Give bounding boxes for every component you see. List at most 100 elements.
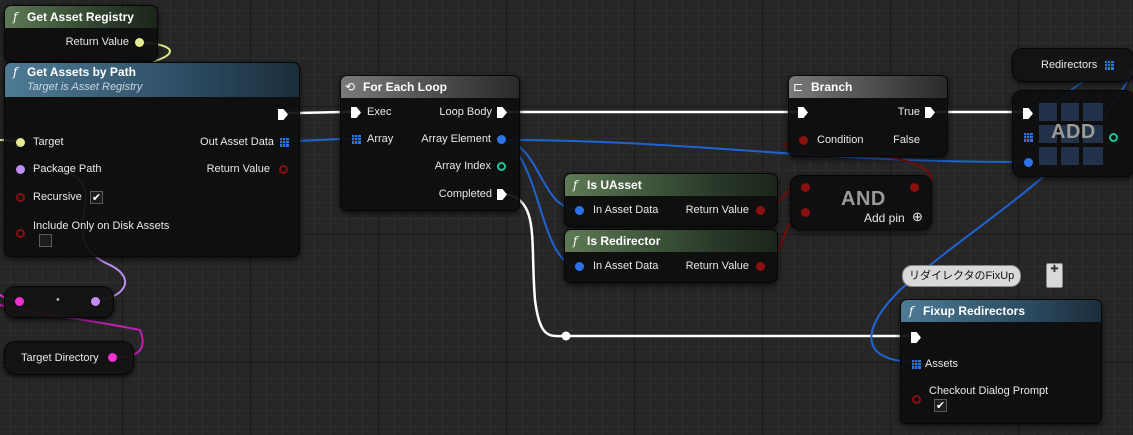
function-icon: f [13, 65, 18, 79]
make-literal-node[interactable]: • [4, 286, 114, 318]
in-asset-data-pin[interactable] [575, 262, 584, 271]
target-array-pin[interactable] [1024, 133, 1033, 142]
pin-label-array-index: Array Index [434, 160, 491, 172]
array-element-pin[interactable] [497, 135, 506, 144]
pin-label-return-value: Return Value [685, 204, 749, 216]
pin-label-exec: Exec [367, 106, 392, 118]
pin-label-in-asset-data: In Asset Data [593, 260, 659, 272]
node-title: Is UAsset [587, 178, 642, 192]
include-only-on-disk-pin[interactable] [16, 229, 25, 238]
literal-dot: • [56, 294, 60, 306]
assets-pin[interactable] [912, 360, 921, 369]
exec-out-pin[interactable] [278, 109, 288, 120]
get-assets-by-path-node[interactable]: f Get Assets by Path Target is Asset Reg… [4, 62, 300, 257]
index-out-pin[interactable] [1109, 133, 1118, 142]
is-redirector-node[interactable]: f Is Redirector In Asset Data Return Val… [564, 229, 778, 283]
condition-pin[interactable] [799, 136, 808, 145]
pin-label-array-element: Array Element [421, 133, 491, 145]
pin-label-array: Array [367, 133, 394, 145]
redirectors-out-pin[interactable] [1105, 61, 1114, 70]
and-input-a-pin[interactable] [801, 183, 810, 192]
and-node[interactable]: AND Add pin ⊕ [790, 175, 932, 230]
pin-label-package-path: Package Path [33, 163, 102, 175]
include-only-on-disk-checkbox[interactable] [39, 234, 52, 247]
node-header: f Fixup Redirectors [901, 300, 1101, 322]
checkout-dialog-prompt-checkbox[interactable]: ✔ [934, 399, 947, 412]
fixup-redirectors-node[interactable]: f Fixup Redirectors Assets Checkout Dial… [900, 299, 1102, 424]
pin-comment-icon[interactable]: ✚ [1046, 263, 1063, 288]
target-directory-out-pin[interactable] [108, 353, 117, 362]
pin-label-true: True [897, 106, 920, 118]
node-header: f Get Assets by Path Target is Asset Reg… [5, 63, 299, 97]
out-asset-data-pin[interactable] [280, 138, 289, 147]
return-value-pin[interactable] [135, 38, 144, 47]
checkout-dialog-prompt-pin[interactable] [912, 395, 921, 404]
array-pin[interactable] [352, 135, 361, 144]
node-title: Fixup Redirectors [923, 304, 1026, 318]
node-title: For Each Loop [363, 80, 447, 94]
add-node[interactable]: ADD [1012, 90, 1133, 177]
exec-in-pin[interactable] [351, 107, 361, 118]
exec-out-pin[interactable] [1108, 108, 1118, 119]
comment-bubble[interactable]: リダイレクタのFixUp [902, 265, 1022, 287]
exec-in-pin[interactable] [1023, 108, 1033, 119]
loop-body-pin[interactable] [497, 107, 507, 118]
exec-out-pin[interactable] [1079, 332, 1089, 343]
pin-label-in-asset-data: In Asset Data [593, 204, 659, 216]
variable-label: Target Directory [21, 352, 99, 364]
node-subtitle: Target is Asset Registry [27, 81, 143, 93]
and-input-b-pin[interactable] [801, 208, 810, 217]
exec-in-pin[interactable] [911, 332, 921, 343]
return-value-pin[interactable] [756, 262, 765, 271]
function-icon: f [909, 304, 914, 318]
true-pin[interactable] [925, 107, 935, 118]
return-value-pin[interactable] [279, 165, 288, 174]
branch-icon: ⊏ [793, 80, 804, 94]
object-wire [499, 139, 1029, 163]
pin-label-include-only-on-disk: Include Only on Disk Assets [33, 220, 170, 232]
completed-pin[interactable] [497, 189, 507, 200]
function-icon: f [573, 234, 578, 248]
new-item-pin[interactable] [1024, 158, 1033, 167]
target-pin[interactable] [16, 138, 25, 147]
exec-in-pin[interactable] [16, 109, 26, 120]
node-header: f Is UAsset [565, 174, 777, 196]
pin-label-out-asset-data: Out Asset Data [200, 136, 274, 148]
node-header: f Get Asset Registry [5, 6, 157, 28]
return-value-pin[interactable] [756, 206, 765, 215]
array-index-pin[interactable] [497, 162, 506, 171]
target-directory-variable-node[interactable]: Target Directory [4, 341, 134, 375]
pin-label-recursive: Recursive [33, 191, 82, 203]
branch-node[interactable]: ⊏ Branch Condition True False [788, 75, 948, 157]
package-path-pin[interactable] [16, 165, 25, 174]
is-uasset-node[interactable]: f Is UAsset In Asset Data Return Value [564, 173, 778, 227]
literal-in-pin[interactable] [15, 297, 24, 306]
and-output-pin[interactable] [910, 183, 919, 192]
pin-label-assets: Assets [925, 358, 959, 370]
comment-text: リダイレクタのFixUp [909, 270, 1015, 282]
get-asset-registry-node[interactable]: f Get Asset Registry Return Value [4, 5, 158, 62]
node-title: Get Assets by Path [27, 65, 136, 79]
in-asset-data-pin[interactable] [575, 206, 584, 215]
add-pin-icon[interactable]: ⊕ [912, 209, 923, 224]
node-header: ⟲ For Each Loop [341, 76, 519, 98]
literal-out-pin[interactable] [91, 297, 100, 306]
exec-in-pin[interactable] [798, 107, 808, 118]
recursive-checkbox[interactable]: ✔ [90, 191, 103, 204]
recursive-pin[interactable] [16, 193, 25, 202]
reroute-knot [561, 331, 571, 341]
pin-label-completed: Completed [438, 188, 492, 200]
function-icon: f [13, 10, 18, 24]
pin-label-target: Target [33, 136, 64, 148]
pin-label-false: False [893, 134, 920, 146]
node-header: ⊏ Branch [789, 76, 947, 98]
add-pin-label[interactable]: Add pin [864, 211, 905, 225]
loop-icon: ⟲ [345, 80, 356, 94]
and-label: AND [841, 188, 886, 210]
false-pin[interactable] [925, 135, 935, 146]
for-each-loop-node[interactable]: ⟲ For Each Loop Exec Array Loop Body Arr… [340, 75, 520, 211]
function-icon: f [573, 178, 578, 192]
add-label: ADD [1051, 121, 1096, 143]
redirectors-variable-node[interactable]: Redirectors [1012, 48, 1133, 82]
pin-label-return-value: Return Value [65, 36, 129, 48]
